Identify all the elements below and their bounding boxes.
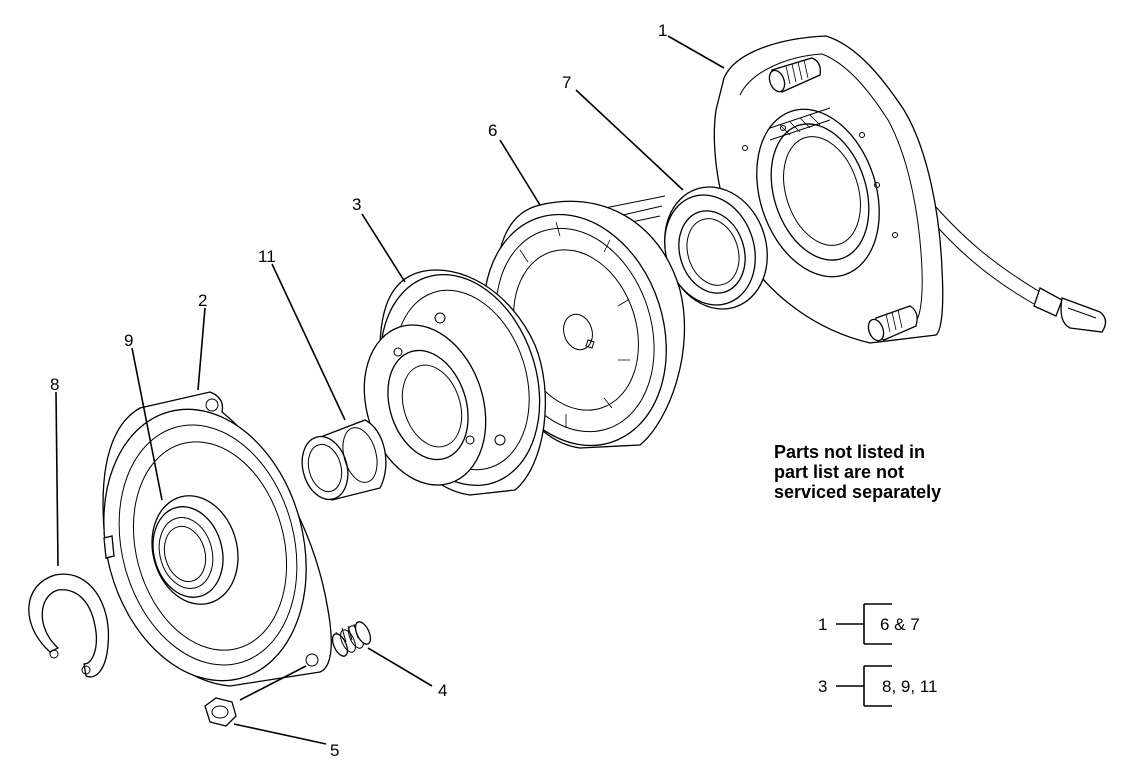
callout-2: 2 bbox=[198, 291, 207, 310]
note-line-2: part list are not bbox=[774, 462, 904, 482]
callout-11: 11 bbox=[258, 247, 276, 266]
part-7-bearing bbox=[604, 186, 768, 310]
part-2-front-housing bbox=[102, 391, 332, 687]
callout-8: 8 bbox=[50, 375, 59, 394]
legend-row-1: 1 6 & 7 bbox=[818, 603, 920, 645]
callout-4: 4 bbox=[438, 681, 447, 700]
part-5-nut bbox=[204, 697, 237, 727]
note-line-3: serviced separately bbox=[774, 482, 941, 502]
callout-numbers: 1 7 6 3 11 2 9 8 4 5 bbox=[50, 21, 667, 760]
leader-lines bbox=[55, 35, 725, 745]
legend-row-2: 3 8, 9, 11 bbox=[818, 665, 937, 707]
service-note: Parts not listed in part list are not se… bbox=[774, 442, 941, 502]
callout-7: 7 bbox=[562, 73, 571, 92]
part-3-friction-disc bbox=[363, 324, 487, 486]
assembly-legend: 1 6 & 7 3 8, 9, 11 bbox=[818, 603, 937, 707]
callout-5: 5 bbox=[330, 741, 339, 760]
legend-parent-2: 3 bbox=[818, 677, 827, 696]
callout-9: 9 bbox=[124, 331, 133, 350]
part-8-snap-ring bbox=[28, 573, 110, 678]
part-1-field-coil-plate bbox=[713, 35, 1107, 344]
legend-children-2: 8, 9, 11 bbox=[882, 677, 937, 696]
legend-children-1: 6 & 7 bbox=[880, 615, 920, 634]
part-11-sleeve bbox=[301, 419, 387, 501]
callout-3: 3 bbox=[352, 195, 361, 214]
callout-6: 6 bbox=[488, 121, 497, 140]
note-line-1: Parts not listed in bbox=[774, 442, 925, 462]
legend-parent-1: 1 bbox=[818, 615, 827, 634]
callout-1: 1 bbox=[658, 21, 667, 40]
part-4-spring bbox=[331, 621, 372, 657]
